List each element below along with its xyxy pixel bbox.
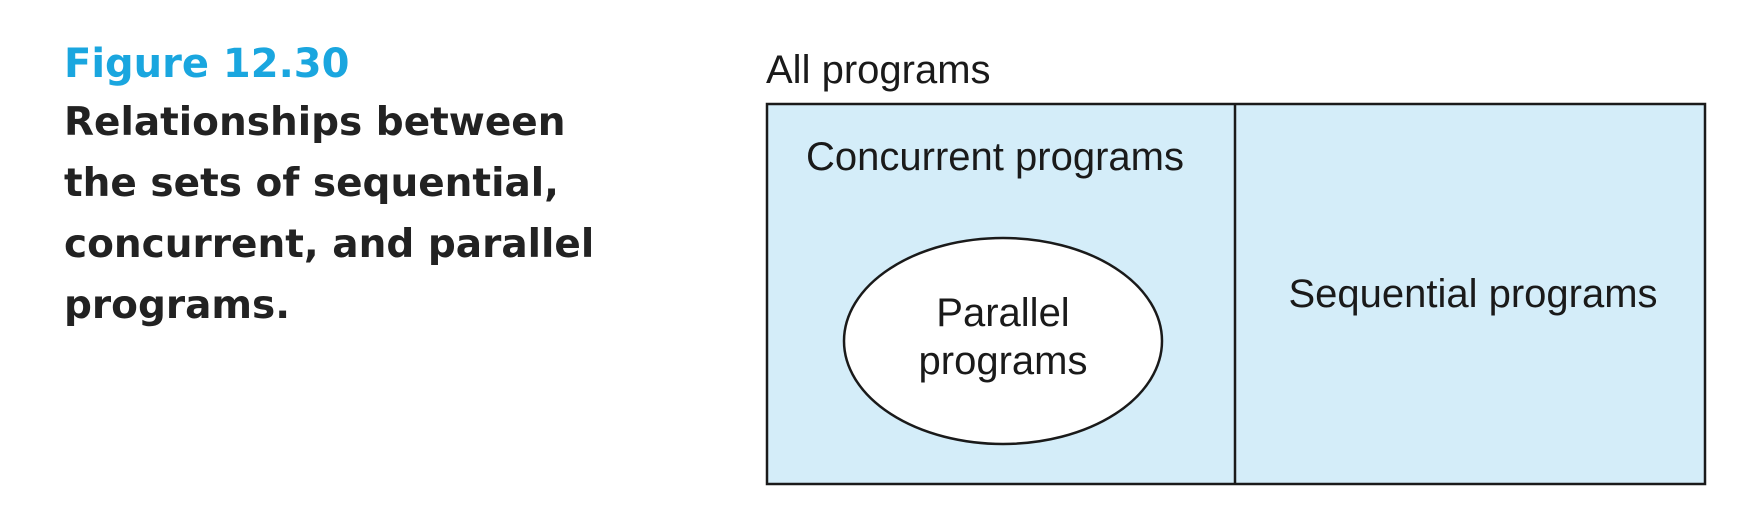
concurrent-programs-label: Concurrent programs: [806, 135, 1184, 179]
parallel-programs-ellipse: [842, 236, 1164, 446]
parallel-programs-label-line1: Parallel: [936, 291, 1069, 335]
figure-caption: Relationships between the sets of sequen…: [64, 100, 595, 328]
all-programs-label: All programs: [766, 48, 991, 92]
parallel-programs-label-line2: programs: [919, 339, 1088, 383]
figure-number: Figure 12.30: [64, 41, 350, 87]
sequential-programs-label: Sequential programs: [1288, 272, 1657, 316]
figure-caption-block: Figure 12.30 Relationships between the s…: [64, 40, 624, 336]
